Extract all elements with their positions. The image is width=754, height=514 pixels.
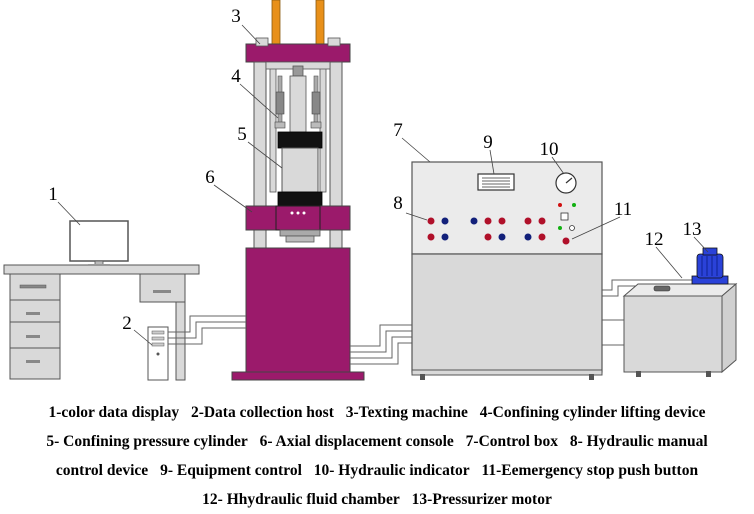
legend-item: 10- Hydraulic indicator — [313, 462, 470, 479]
callout-10: 10 — [540, 139, 559, 160]
legend-item: 8- Hydraulic manual — [569, 433, 708, 450]
callout-13: 13 — [683, 219, 702, 240]
leader-lines — [57, 24, 709, 346]
legend-item: 9- Equipment control — [160, 462, 302, 479]
legend-item: 6- Axial displacement console — [259, 433, 454, 450]
control-box — [411, 161, 603, 380]
legend-item: 7-Control box — [465, 433, 558, 450]
legend: 1-color data display 2-Data collection h… — [0, 398, 754, 514]
legend-item: 1-color data display — [48, 404, 180, 421]
desk — [3, 264, 200, 381]
legend-line-3: control device 9- Equipment control 10- … — [0, 456, 754, 485]
pressurizer-motor — [691, 247, 729, 285]
testing-machine — [231, 0, 365, 381]
callout-1: 1 — [48, 184, 58, 205]
callout-8: 8 — [393, 193, 403, 214]
legend-item: 11-Eemergency stop push button — [481, 462, 699, 479]
callout-numbers: 1 2 3 4 5 6 7 8 9 10 11 12 13 — [48, 6, 701, 334]
callout-2: 2 — [122, 313, 132, 334]
legend-line-4: 12- Hhydraulic fluid chamber 13-Pressuri… — [0, 485, 754, 514]
hydraulic-fluid-chamber — [622, 282, 738, 377]
callout-9: 9 — [483, 132, 493, 153]
legend-line-1: 1-color data display 2-Data collection h… — [0, 398, 754, 427]
callout-7: 7 — [393, 120, 403, 141]
data-collection-host — [147, 326, 169, 381]
callout-12: 12 — [645, 229, 664, 250]
connection-pipes — [168, 279, 700, 365]
equipment-diagram: 1 2 3 4 5 6 7 8 9 10 11 12 13 — [3, 0, 738, 381]
legend-item: 12- Hhydraulic fluid chamber — [202, 491, 400, 508]
callout-5: 5 — [237, 124, 247, 145]
legend-item: control device — [55, 462, 149, 479]
callout-11: 11 — [614, 199, 632, 220]
legend-item: 3-Texting machine — [345, 404, 468, 421]
legend-item: 4-Confining cylinder lifting device — [479, 404, 706, 421]
legend-item: 2-Data collection host — [190, 404, 334, 421]
callout-6: 6 — [205, 167, 215, 188]
callout-4: 4 — [231, 66, 241, 87]
color-data-display-monitor — [69, 220, 129, 266]
legend-line-2: 5- Confining pressure cylinder 6- Axial … — [0, 427, 754, 456]
callout-3: 3 — [231, 6, 241, 27]
legend-item: 5- Confining pressure cylinder — [46, 433, 248, 450]
legend-item: 13-Pressurizer motor — [411, 491, 552, 508]
